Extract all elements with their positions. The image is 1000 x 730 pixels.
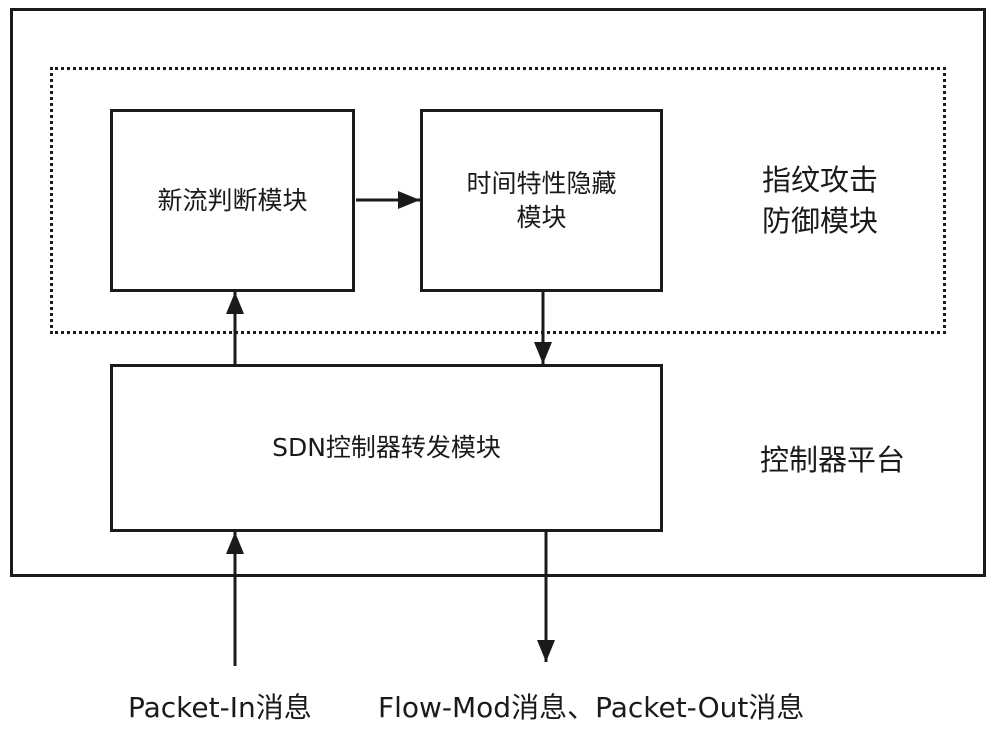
fingerprint-defense-frame bbox=[50, 67, 946, 334]
flow-mod-packet-out-message-label: Flow-Mod消息、Packet-Out消息 bbox=[378, 691, 805, 724]
arrowhead-sdn-to-flow-mod-out bbox=[537, 640, 555, 662]
new-flow-judgment-module: 新流判断模块 bbox=[110, 109, 355, 292]
fingerprint-defense-group-label: 指纹攻击 防御模块 bbox=[762, 163, 879, 238]
sdn-controller-forwarding-label: SDN控制器转发模块 bbox=[272, 433, 501, 463]
new-flow-judgment-label: 新流判断模块 bbox=[157, 185, 308, 215]
controller-platform-frame bbox=[10, 8, 986, 577]
controller-platform-group-label: 控制器平台 bbox=[760, 443, 906, 477]
time-characteristic-hiding-label: 时间特性隐藏 模块 bbox=[466, 168, 617, 232]
time-characteristic-hiding-module: 时间特性隐藏 模块 bbox=[420, 109, 663, 292]
packet-in-message-label: Packet-In消息 bbox=[128, 691, 312, 724]
sdn-controller-forwarding-module: SDN控制器转发模块 bbox=[110, 364, 663, 532]
